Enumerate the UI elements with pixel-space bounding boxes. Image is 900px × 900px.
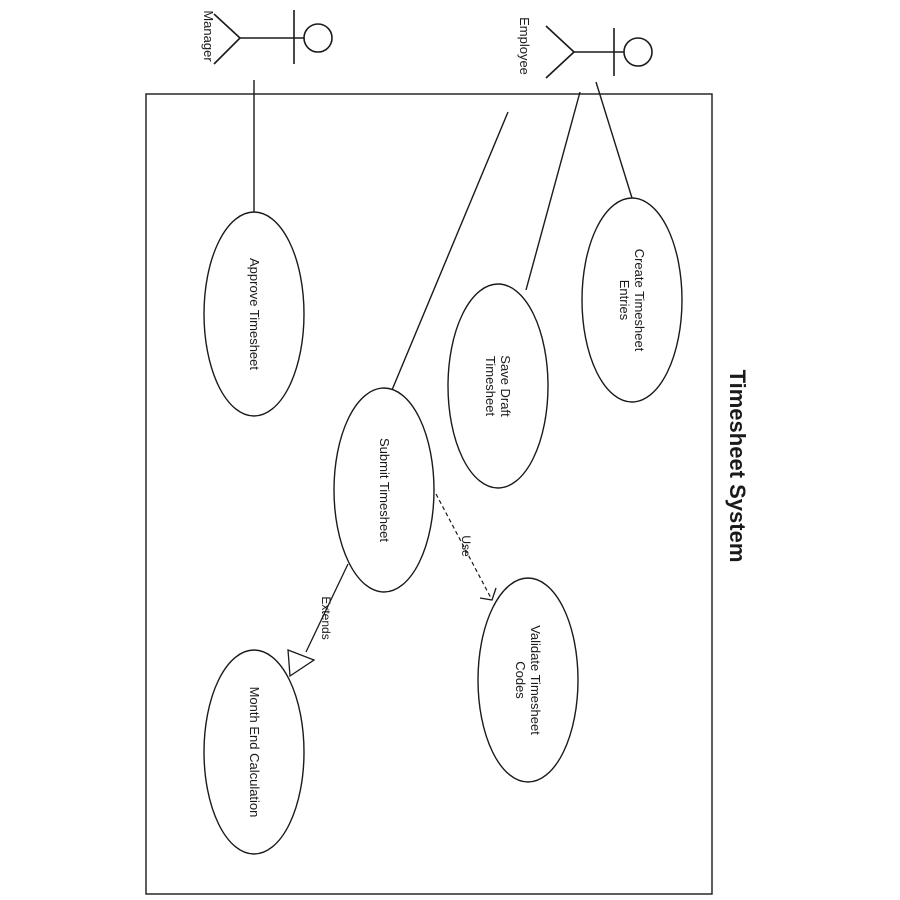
use-case-ellipse <box>447 283 549 489</box>
system-boundary <box>145 93 713 895</box>
employee-actor-leg <box>545 51 575 79</box>
extends-relationship: Extends <box>287 563 349 678</box>
use-case-label: Month End Calculation <box>247 687 262 818</box>
use-case-label: Approve Timesheet <box>247 258 262 370</box>
use-case-ellipse <box>477 577 579 783</box>
use-dependency-arrowhead <box>479 587 497 601</box>
extends-line <box>305 563 349 653</box>
association-employee-create <box>595 81 633 199</box>
use-case-label-line1: Save Draft <box>498 355 513 417</box>
use-case-label-line1: Create Timesheet <box>632 249 647 352</box>
use-case-label-line2: Codes <box>513 661 528 699</box>
association-employee-submit <box>391 111 509 391</box>
use-case-ellipse <box>581 197 683 403</box>
manager-actor-label: Manager <box>201 10 216 62</box>
use-case-ellipse <box>203 649 305 855</box>
use-case-label-line2: Timesheet <box>483 356 498 417</box>
use-case-create-timesheet-entries: Create Timesheet Entries <box>581 197 683 403</box>
employee-actor: Employee <box>517 17 653 79</box>
use-relationship: Use <box>435 493 497 601</box>
manager-actor-head <box>303 23 333 53</box>
system-title: Timesheet System <box>725 370 750 563</box>
employee-actor-label: Employee <box>517 17 532 75</box>
use-case-label-line1: Validate Timesheet <box>528 625 543 735</box>
employee-actor-head <box>623 37 653 67</box>
extends-triangle-arrowhead <box>287 649 316 678</box>
use-case-month-end-calculation: Month End Calculation <box>203 649 305 855</box>
use-case-label-line2: Entries <box>617 280 632 321</box>
use-case-submit-timesheet: Submit Timesheet <box>333 387 435 593</box>
manager-actor-leg <box>213 13 241 39</box>
use-case-label: Submit Timesheet <box>377 438 392 542</box>
use-dependency-line <box>435 493 493 601</box>
association-employee-save <box>525 91 581 291</box>
use-case-approve-timesheet: Approve Timesheet <box>203 211 305 417</box>
use-case-ellipse <box>203 211 305 417</box>
use-case-save-draft-timesheet: Save Draft Timesheet <box>447 283 549 489</box>
manager-actor-leg <box>213 37 241 65</box>
employee-actor-leg <box>545 25 575 53</box>
use-case-validate-timesheet-codes: Validate Timesheet Codes <box>477 577 579 783</box>
extends-relationship-label: Extends <box>319 596 333 639</box>
use-case-ellipse <box>333 387 435 593</box>
use-relationship-label: Use <box>459 535 473 557</box>
manager-actor: Manager <box>201 10 333 65</box>
